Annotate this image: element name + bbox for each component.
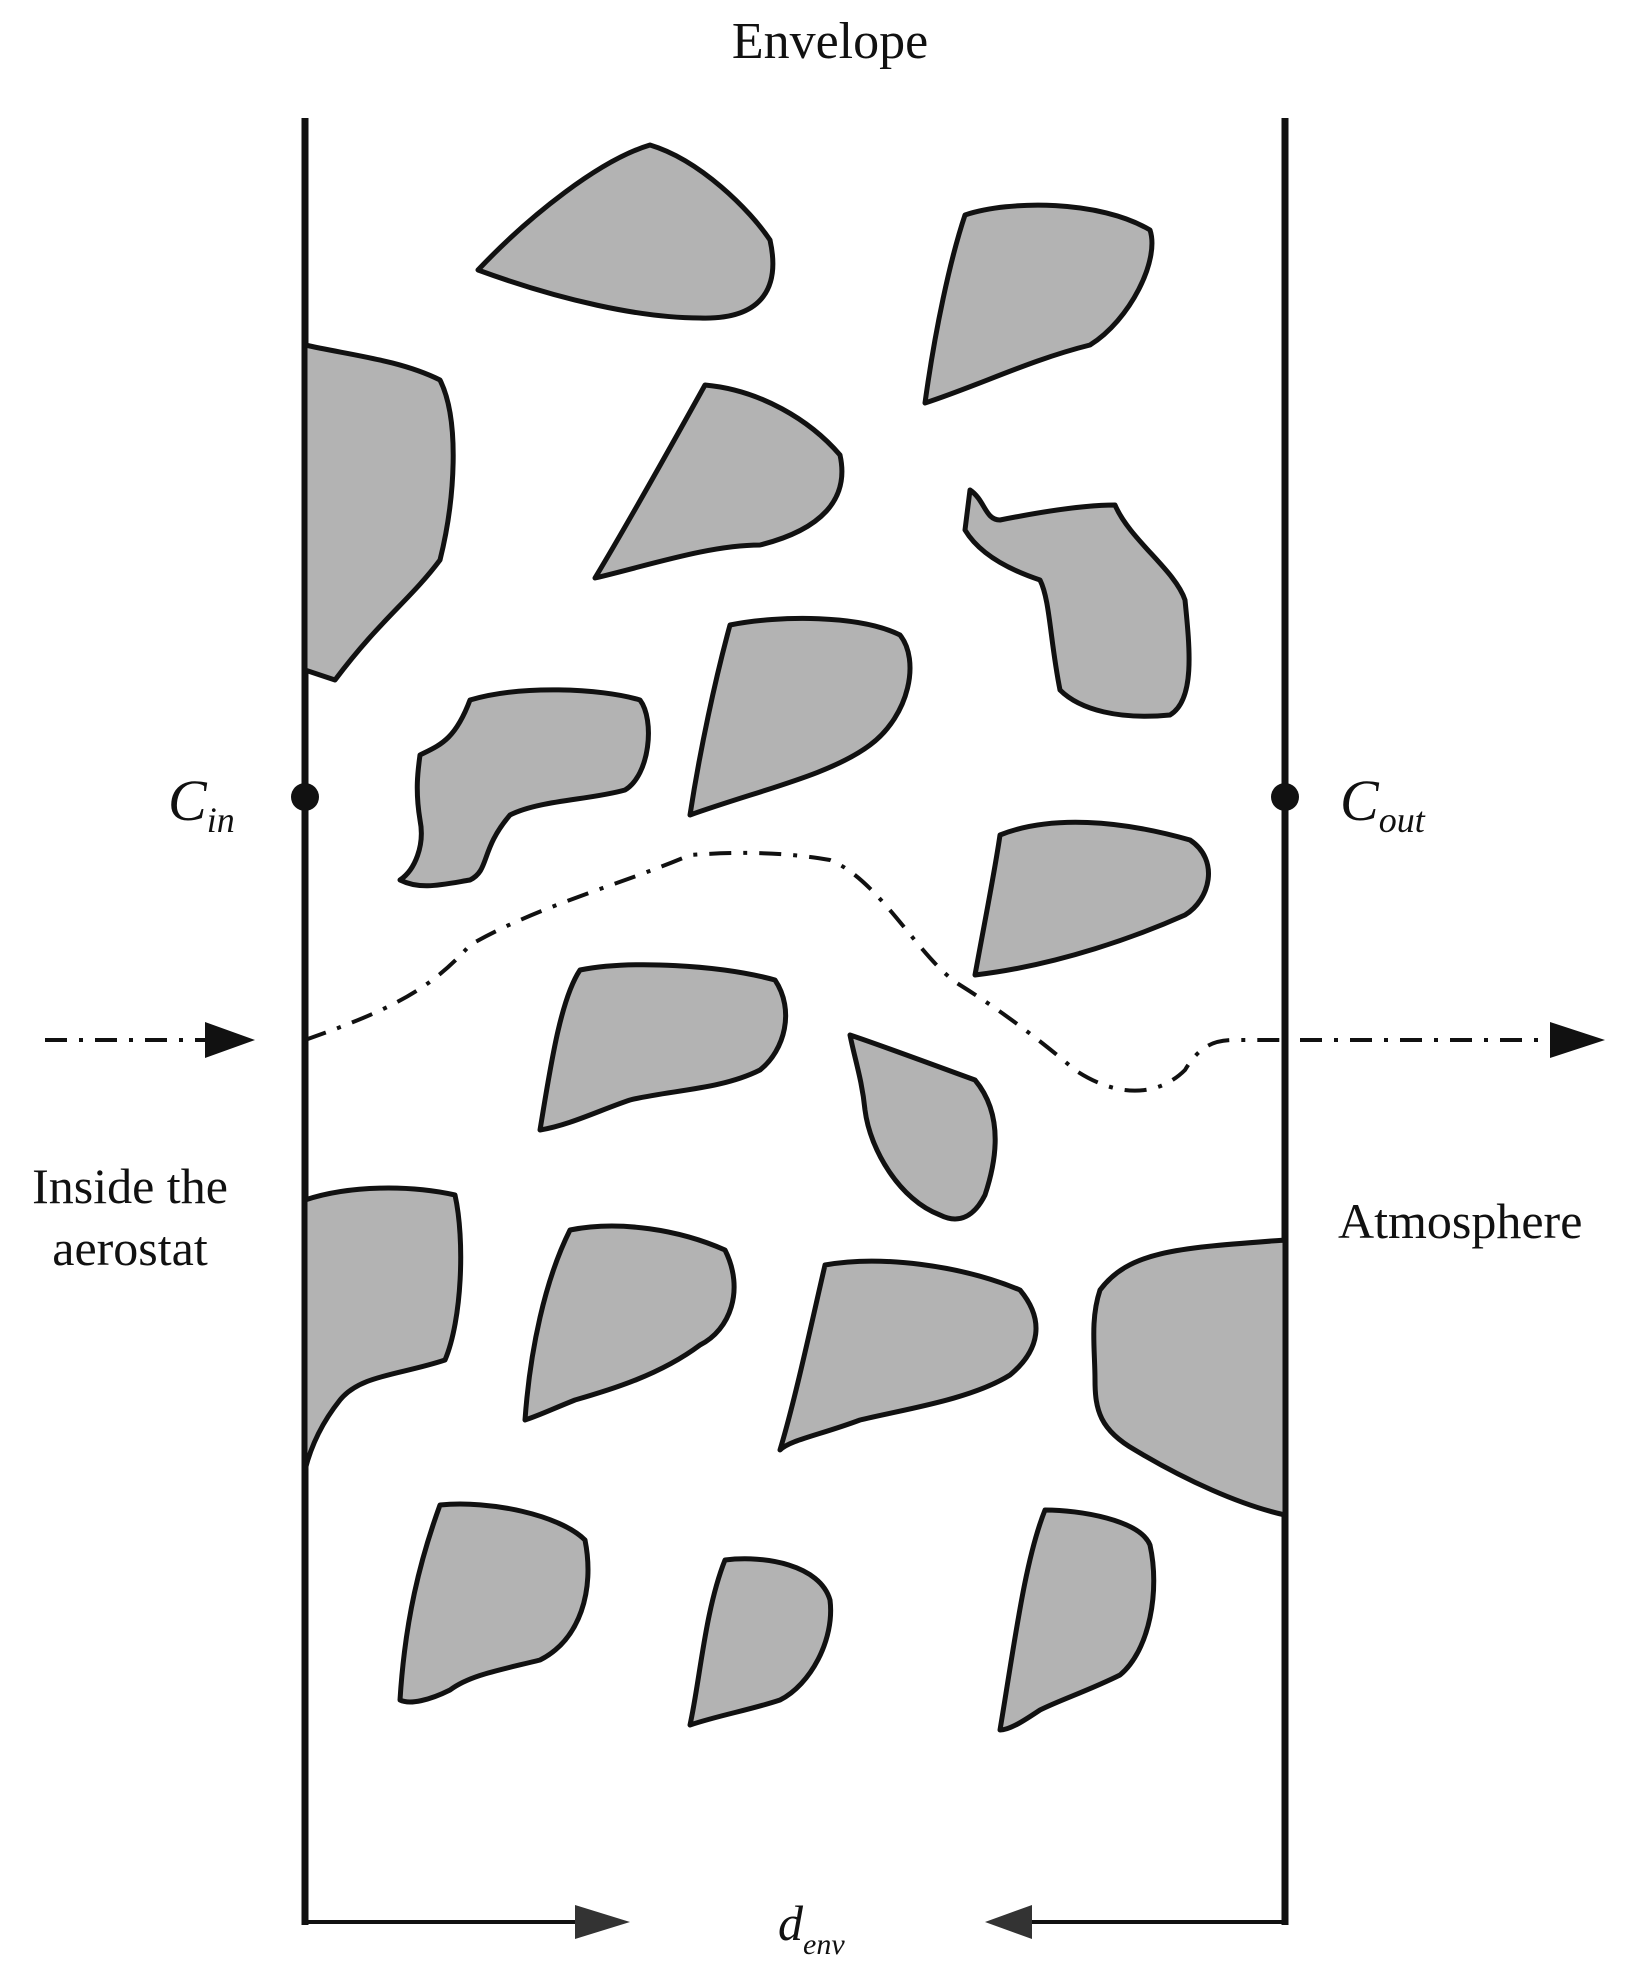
grain bbox=[1091, 1237, 1288, 1518]
envelope-title: Envelope bbox=[731, 13, 929, 70]
diffusion-path-inside bbox=[304, 850, 1285, 1093]
grain bbox=[777, 1258, 1039, 1453]
atmosphere-label: Atmosphere bbox=[1338, 1193, 1583, 1249]
envelope-thickness-label: denv bbox=[778, 1898, 845, 1960]
grain bbox=[847, 1032, 998, 1222]
thickness-arrowhead-left bbox=[575, 1905, 630, 1939]
inside-label-line-2: aerostat bbox=[52, 1220, 208, 1276]
inlet-arrowhead bbox=[205, 1022, 255, 1058]
grain bbox=[302, 1185, 464, 1473]
c-out-base: C bbox=[1340, 768, 1379, 833]
grain bbox=[302, 342, 456, 683]
outlet-arrowhead bbox=[1550, 1022, 1605, 1058]
c-in-label: Cin bbox=[168, 772, 235, 840]
grain bbox=[592, 382, 845, 581]
d-env-subscript: env bbox=[803, 1928, 845, 1961]
material-grains bbox=[302, 142, 1288, 1733]
c-out-label: Cout bbox=[1340, 772, 1425, 840]
grain bbox=[687, 1556, 834, 1728]
grain bbox=[397, 687, 651, 889]
grain bbox=[922, 202, 1155, 406]
thickness-arrowhead-right bbox=[985, 1905, 1032, 1939]
grain bbox=[972, 819, 1211, 978]
c-in-base: C bbox=[168, 768, 207, 833]
grain bbox=[397, 1501, 591, 1705]
d-env-base: d bbox=[778, 1895, 803, 1951]
grain bbox=[962, 487, 1192, 719]
inside-aerostat-label: Inside the aerostat bbox=[15, 1155, 245, 1279]
grain bbox=[522, 1223, 737, 1423]
grain bbox=[687, 615, 913, 818]
inside-label-line-1: Inside the bbox=[32, 1158, 228, 1214]
grain bbox=[997, 1507, 1157, 1733]
c-out-dot bbox=[1271, 783, 1299, 811]
c-in-subscript: in bbox=[206, 800, 235, 840]
c-in-dot bbox=[291, 783, 319, 811]
grain bbox=[475, 142, 776, 321]
c-out-subscript: out bbox=[1378, 800, 1425, 840]
grain bbox=[537, 962, 789, 1133]
